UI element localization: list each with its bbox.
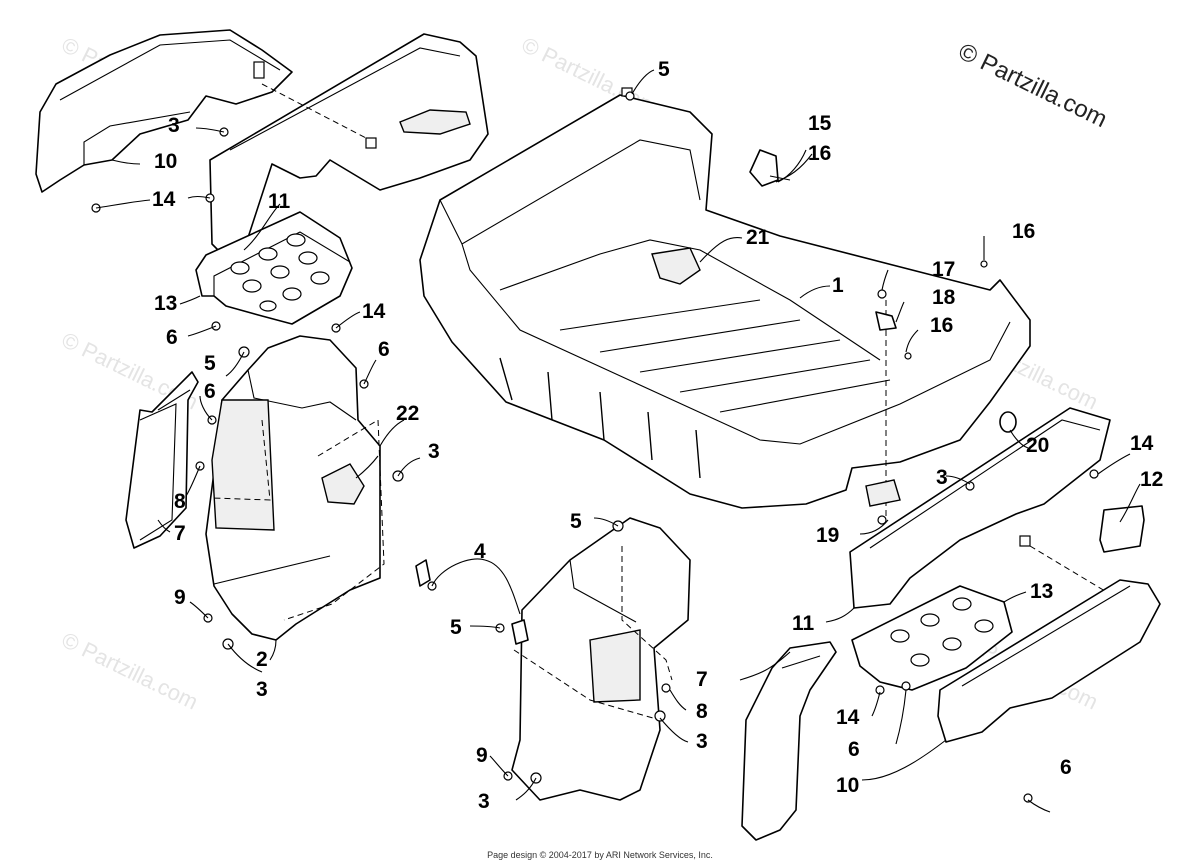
callout-5: 5 (204, 352, 216, 375)
part-7-right-mud-flap (741, 641, 837, 841)
callout-3: 3 (256, 678, 268, 701)
callout-7: 7 (174, 522, 186, 545)
part-13-left-footrest-plate (195, 211, 353, 325)
callout-19: 19 (816, 524, 839, 547)
part-15-latch (749, 149, 791, 187)
part-4-brackets (415, 559, 529, 645)
callout-6: 6 (166, 326, 178, 349)
callout-14: 14 (1130, 432, 1154, 455)
callout-12: 12 (1140, 468, 1163, 491)
callout-6: 6 (848, 738, 860, 761)
callout-16: 16 (808, 142, 831, 165)
callout-7: 7 (696, 668, 708, 691)
part-2-left-fender (205, 335, 385, 641)
part-11-left-inner-panel (209, 33, 489, 261)
callout-18: 18 (932, 286, 956, 309)
callout-11: 11 (792, 612, 815, 635)
callout-14: 14 (836, 706, 860, 729)
callout-3: 3 (936, 466, 948, 489)
callout-8: 8 (696, 700, 708, 723)
callout-6: 6 (378, 338, 390, 361)
callout-15: 15 (808, 112, 832, 135)
footer-text: Page design © 2004-2017 by ARI Network S… (487, 850, 713, 860)
part-2-right-fender (511, 517, 691, 801)
callout-17: 17 (932, 258, 955, 281)
callout-labels: 1 2 3 3 3 3 3 3 4 5 5 5 5 6 6 6 6 6 7 7 … (152, 58, 1163, 813)
part-10-left-fender-cover (35, 29, 293, 193)
watermark: © Partzilla.com (58, 627, 202, 714)
callout-1: 1 (832, 274, 844, 297)
part-13-right-footrest-plate (851, 585, 1013, 691)
callout-5: 5 (658, 58, 670, 81)
callout-9: 9 (174, 586, 186, 609)
callout-21: 21 (746, 226, 770, 249)
callout-20: 20 (1026, 434, 1049, 457)
callout-22: 22 (396, 402, 419, 425)
leader-lines (95, 69, 1141, 813)
callout-13: 13 (1030, 580, 1053, 603)
callout-3: 3 (428, 440, 440, 463)
callout-3: 3 (478, 790, 490, 813)
callout-14: 14 (362, 300, 386, 323)
callout-16: 16 (1012, 220, 1035, 243)
callout-9: 9 (476, 744, 488, 767)
callout-5: 5 (450, 616, 462, 639)
callout-11: 11 (268, 190, 291, 213)
part-7-left-mud-flap (125, 371, 199, 549)
callout-16: 16 (930, 314, 953, 337)
callout-2: 2 (256, 648, 268, 671)
part-12-right-strip (1099, 505, 1145, 553)
callout-14: 14 (152, 188, 176, 211)
callout-5: 5 (570, 510, 582, 533)
callout-4: 4 (474, 540, 486, 563)
callout-3: 3 (168, 114, 180, 137)
part-11-right-inner-panel (849, 407, 1121, 609)
part-1-cargo-box (419, 87, 1031, 509)
callout-10: 10 (154, 150, 177, 173)
callout-8: 8 (174, 490, 186, 513)
part-10-right-fender-cover (937, 579, 1161, 743)
callout-6: 6 (1060, 756, 1072, 779)
part-18-19-bumper-pad (865, 300, 901, 520)
part-20-tie-down (999, 411, 1017, 433)
callout-13: 13 (154, 292, 177, 315)
callout-6: 6 (204, 380, 216, 403)
callout-10: 10 (836, 774, 859, 797)
callout-3: 3 (696, 730, 708, 753)
